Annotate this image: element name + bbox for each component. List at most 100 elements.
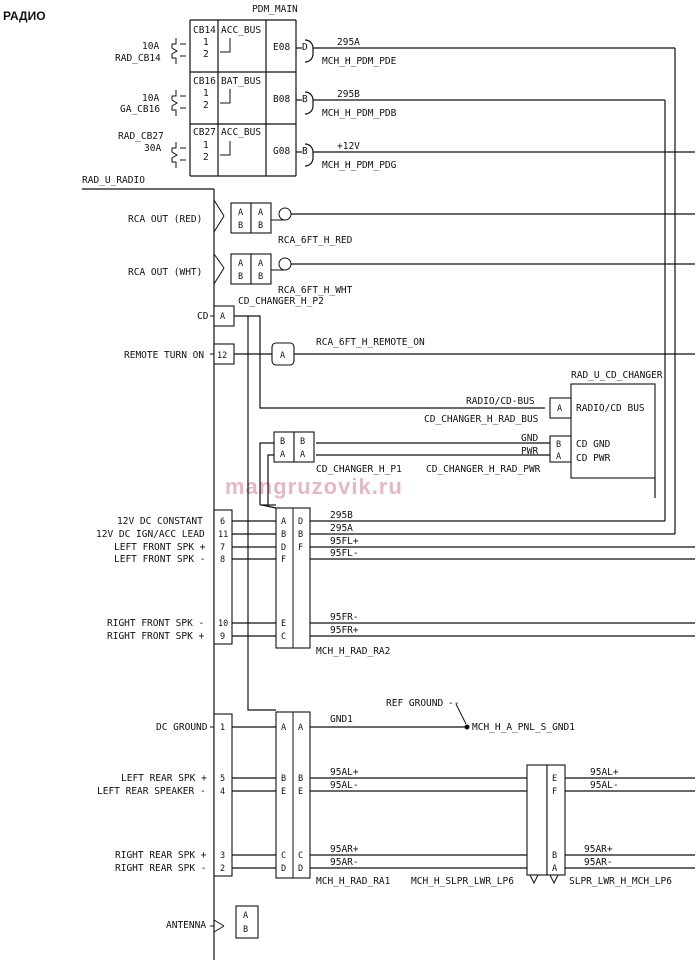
connector-name: MCH_H_PDM_PDG: [322, 160, 397, 171]
svg-text:E: E: [552, 774, 557, 784]
wire-label: 95FL-: [330, 548, 359, 559]
connector-lp6: MCH_H_SLPR_LWR_LP6 SLPR_LWR_H_MCH_LP6: [411, 764, 672, 887]
svg-text:D: D: [298, 864, 303, 874]
pin-label: RIGHT FRONT SPK +: [107, 631, 205, 642]
wire-label: 295B: [330, 510, 353, 521]
cavity: G08: [273, 146, 290, 157]
bus-name: ACC_BUS: [221, 127, 261, 138]
svg-text:F: F: [552, 787, 557, 797]
svg-text:B: B: [258, 221, 263, 231]
breaker-name: GA_CB16: [120, 104, 160, 115]
pin-label: LEFT REAR SPEAKER -: [97, 786, 206, 797]
antenna: ANTENNA A B: [166, 905, 259, 939]
breaker-pin: 2: [203, 49, 209, 60]
radio-unit: RAD_U_RADIO: [82, 175, 215, 960]
pin-label: LEFT FRONT SPK +: [114, 542, 206, 553]
svg-text:B: B: [238, 221, 243, 231]
remote-connector: RCA_6FT_H_REMOTE_ON: [316, 337, 425, 348]
svg-text:A: A: [556, 452, 561, 462]
pin-label: LEFT REAR SPK +: [121, 773, 207, 784]
svg-text:B: B: [281, 530, 286, 540]
breaker-pin: 2: [203, 100, 209, 111]
svg-text:A: A: [557, 404, 562, 414]
ra2-row-3: LEFT FRONT SPK + 7 D F 95FL+: [114, 536, 695, 553]
pin-label: RIGHT REAR SPK -: [115, 863, 207, 874]
ref-ground: REF GROUND: [386, 698, 443, 709]
svg-text:A: A: [281, 723, 286, 733]
breaker-rating: 30A: [144, 143, 161, 154]
breaker-icon: [171, 90, 186, 116]
connector-name: MCH_H_PDM_PDB: [322, 108, 397, 119]
wire-label: 295A: [337, 37, 360, 48]
breaker-name: RAD_CB14: [115, 53, 161, 64]
breaker-icon: [171, 38, 186, 64]
svg-text:B: B: [280, 437, 285, 447]
svg-text:B: B: [298, 530, 303, 540]
pin-label: 12V DC CONSTANT: [117, 516, 203, 527]
svg-text:D: D: [281, 543, 286, 553]
svg-text:A: A: [280, 351, 285, 361]
svg-text:A: A: [552, 864, 557, 874]
pin-number: 5: [220, 774, 225, 784]
dc-ground: DC GROUND 1 A A GND1 REF GROUND -- MCH_H…: [156, 698, 575, 733]
wire-label: 295B: [337, 89, 360, 100]
ra2-row-1: 12V DC CONSTANT 6 A D 295B: [117, 510, 665, 527]
pin-number: 7: [220, 543, 225, 553]
cd-pwr-label: CD PWR: [576, 453, 611, 464]
svg-text:B: B: [298, 774, 303, 784]
wire-label: 295A: [330, 523, 353, 534]
pin-number: 6: [220, 517, 225, 527]
dc-ground-label: DC GROUND: [156, 722, 208, 733]
svg-text:E: E: [298, 787, 303, 797]
breaker-id: CB27: [193, 127, 216, 138]
lp6-connector: MCH_H_SLPR_LWR_LP6: [411, 876, 514, 887]
ra2-connector: MCH_H_RAD_RA2: [316, 646, 390, 657]
cd-changer: RAD_U_CD_CHANGER A RADIO/CD BUS RADIO/CD…: [259, 370, 663, 505]
antenna-label: ANTENNA: [166, 920, 206, 931]
gnd-connector: MCH_H_A_PNL_S_GND1: [472, 722, 575, 733]
cd-pwr-wire: PWR: [521, 446, 538, 457]
svg-text:C: C: [281, 851, 286, 861]
cd-gnd-label: CD GND: [576, 439, 611, 450]
breaker-id: CB16: [193, 76, 216, 87]
pin-letter: B: [302, 146, 308, 157]
svg-text:D: D: [281, 864, 286, 874]
svg-text:C: C: [298, 851, 303, 861]
pin-number: 10: [218, 619, 228, 629]
breaker-rating: 10A: [142, 93, 159, 104]
svg-text:--: --: [448, 698, 459, 709]
cd-pin: CD A CD_CHANGER_H_P2: [197, 296, 545, 409]
remote-label: REMOTE TURN ON: [124, 350, 204, 361]
svg-text:C: C: [281, 632, 286, 642]
connector-ra1: MCH_H_RAD_RA1: [213, 711, 391, 887]
ra2-row-5: RIGHT FRONT SPK - 10 E 95FR-: [107, 612, 695, 629]
pdm-name: PDM_MAIN: [252, 4, 298, 15]
page-title: РАДИО: [3, 9, 46, 23]
remote-pin: 12: [217, 351, 227, 361]
rca-red: RCA OUT (RED) AB AB RCA_6FT_H_RED: [128, 199, 695, 246]
connector-name: MCH_H_PDM_PDE: [322, 56, 397, 67]
cd-changer-bus-wire: RADIO/CD-BUS: [466, 396, 535, 407]
bus-name: ACC_BUS: [221, 25, 261, 36]
svg-text:F: F: [281, 555, 286, 565]
wire-label-2: 95AL+: [590, 767, 619, 778]
breaker-cb16: 10A GA_CB16 CB16 1 2 BAT_BUS B08 B 295B …: [120, 76, 665, 119]
pin-letter: B: [302, 94, 308, 105]
pin-label: RIGHT FRONT SPK -: [107, 618, 204, 629]
svg-text:E: E: [281, 787, 286, 797]
breaker-pin: 1: [203, 37, 209, 48]
svg-text:B: B: [258, 272, 263, 282]
ra2-row-2: 12V DC IGN/ACC LEAD 11 B B 295A: [96, 523, 675, 540]
cd-changer-bus-connector: CD_CHANGER_H_RAD_BUS: [424, 414, 539, 425]
ra2-row-6: RIGHT FRONT SPK + 9 C 95FR+: [107, 625, 695, 642]
breaker-rating: 10A: [142, 41, 159, 52]
pin-label: LEFT FRONT SPK -: [114, 554, 206, 565]
svg-text:B: B: [300, 437, 305, 447]
wire-label: 95FR+: [330, 625, 359, 636]
watermark: mangruzovik.ru: [225, 474, 403, 499]
